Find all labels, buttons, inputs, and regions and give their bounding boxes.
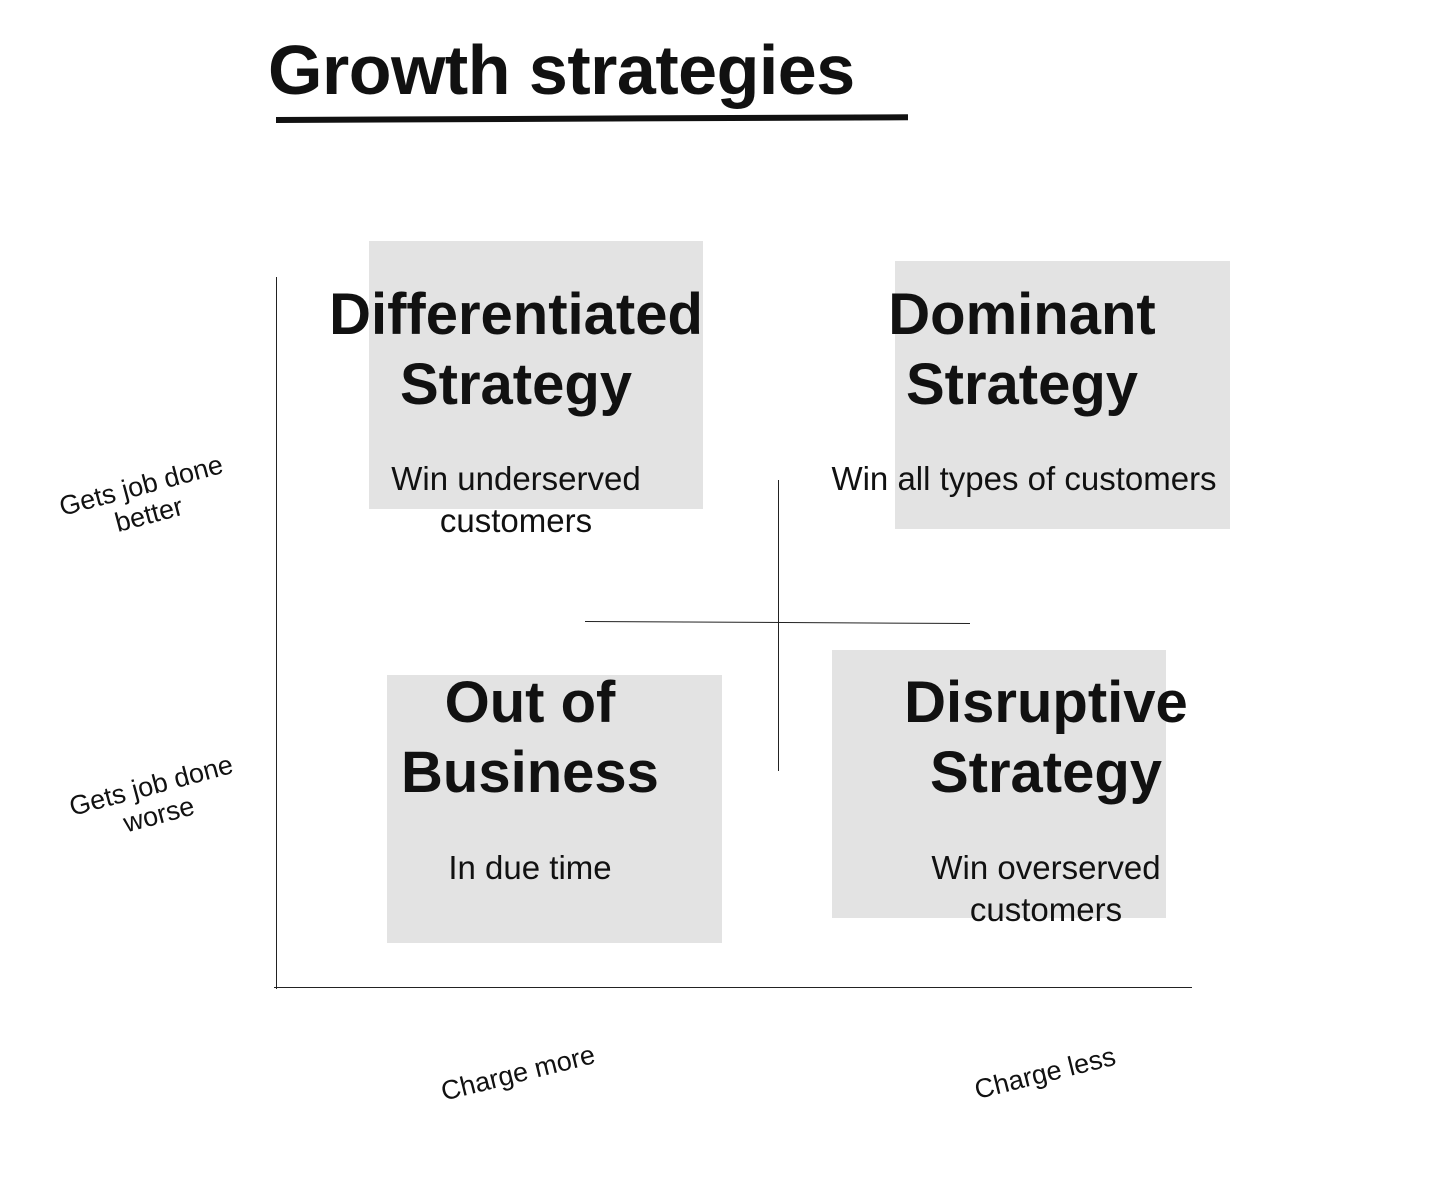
- disruptive-box: [832, 650, 1166, 918]
- dominant-subtext-line-1: Win all types of customers: [831, 460, 1217, 497]
- x-axis-line: [274, 987, 1192, 988]
- out-of-business-subtext-line-1: In due time: [448, 849, 612, 886]
- disruptive-heading-line-1: Disruptive: [904, 670, 1188, 735]
- differentiated-subtext-line-1: Win underserved: [391, 460, 641, 497]
- x-axis-label-charge-more: Charge more: [437, 1039, 599, 1107]
- differentiated-heading-line-2: Strategy: [399, 352, 633, 417]
- out-of-business-subtext: In due time: [330, 847, 730, 889]
- out-of-business-heading: Out of Business: [330, 668, 730, 808]
- differentiated-subtext: Win underserved customers: [316, 458, 716, 542]
- disruptive-subtext: Win overserved customers: [846, 847, 1246, 931]
- title-underline: [275, 114, 909, 123]
- dominant-heading: Dominant Strategy: [815, 280, 1229, 420]
- disruptive-subtext-line-2: customers: [969, 891, 1123, 928]
- y-axis-label-better: Gets job done better: [36, 444, 254, 556]
- differentiated-heading-line-1: Differentiated: [329, 282, 703, 347]
- disruptive-heading-line-2: Strategy: [929, 740, 1163, 805]
- out-of-business-heading-line-1: Out of: [444, 670, 616, 735]
- out-of-business-heading-line-2: Business: [401, 740, 659, 805]
- center-vertical-line: [778, 480, 779, 771]
- differentiated-box: [369, 241, 703, 509]
- disruptive-subtext-line-1: Win overserved: [931, 849, 1161, 886]
- out-of-business-box: [387, 675, 722, 943]
- dominant-box: [895, 261, 1230, 529]
- differentiated-heading: Differentiated Strategy: [316, 280, 716, 420]
- dominant-subtext: Win all types of customers: [810, 458, 1238, 500]
- disruptive-heading: Disruptive Strategy: [846, 668, 1246, 808]
- page-title: Growth strategies: [268, 31, 855, 109]
- differentiated-subtext-line-2: customers: [439, 502, 593, 539]
- y-axis-line: [276, 277, 277, 989]
- dominant-heading-line-1: Dominant: [888, 282, 1156, 347]
- dominant-heading-line-2: Strategy: [905, 352, 1139, 417]
- x-axis-label-charge-less: Charge less: [971, 1041, 1119, 1105]
- y-axis-label-worse: Gets job done worse: [46, 744, 264, 856]
